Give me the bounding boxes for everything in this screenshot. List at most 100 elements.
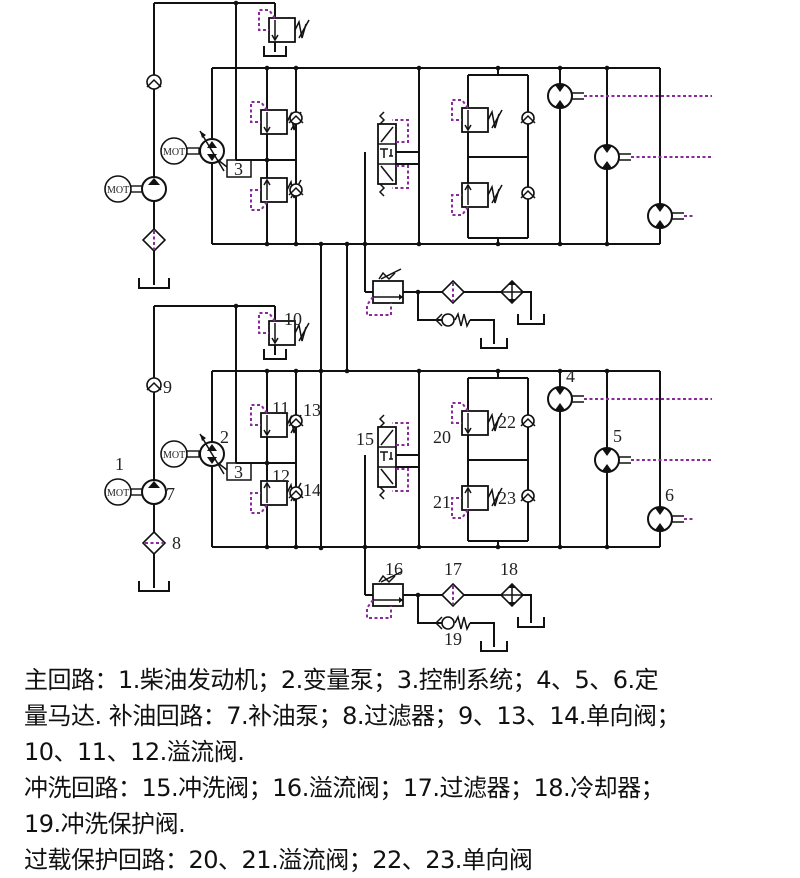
pilot-line (250, 404, 268, 426)
spring (294, 19, 307, 39)
pilot-line (258, 9, 276, 31)
label-19: 19 (444, 629, 462, 649)
tank-icon (517, 617, 545, 628)
check-valve-icon (146, 74, 162, 90)
tank (480, 641, 508, 652)
tank (517, 617, 545, 628)
valve-body (260, 109, 288, 135)
motor-arrow (655, 220, 665, 227)
junction-dot (362, 544, 368, 550)
arrow (464, 183, 472, 191)
motor-arrow (655, 523, 665, 530)
junction-dot (344, 241, 350, 247)
junction-dot (495, 544, 501, 550)
tank-icon (517, 314, 545, 325)
spring-check-valve-icon (434, 614, 471, 632)
tank (517, 314, 545, 325)
hydraulic-line (380, 571, 402, 583)
pilot-line (451, 194, 469, 216)
junction-dot (293, 241, 299, 247)
junction-dot (604, 544, 610, 550)
hydraulic-line (380, 429, 394, 446)
check-valve-icon (520, 111, 536, 125)
caption-line: 冲洗回路：15.冲洗阀；16.溢流阀；17.过滤器；18.冷却器； (24, 774, 665, 802)
tank (138, 581, 170, 592)
label-20: 20 (433, 427, 451, 447)
junction-dot (495, 65, 501, 71)
relief-valve-icon (451, 182, 503, 216)
motor-arrow (655, 508, 665, 515)
check-seat (288, 186, 304, 196)
junction-dot (293, 368, 299, 374)
check-seat (520, 114, 536, 124)
check-ball (521, 186, 535, 200)
label-11: 11 (272, 398, 289, 418)
filter-body (440, 582, 466, 608)
junction-dot (233, 303, 239, 309)
engine-mot-text: MOT (163, 450, 185, 461)
check-valve-icon (288, 111, 304, 125)
tank (263, 349, 287, 360)
engine-shaft (186, 147, 200, 155)
diesel-engine-icon: MOT (160, 137, 200, 165)
filter-body (141, 530, 167, 556)
control-box-label: 3 (234, 159, 243, 179)
pilot-line (451, 497, 469, 519)
hydraulic-line (380, 126, 394, 143)
hydraulic-line (470, 319, 495, 344)
label-17: 17 (444, 559, 462, 579)
caption-line: 过载保护回路：20、21.溢流阀；22、23.单向阀 (24, 846, 533, 874)
control-box-label: 3 (234, 462, 243, 482)
caption-line: 量马达. 补油回路：7.补油泵；8.过滤器；9、13、14.单向阀； (24, 702, 681, 730)
arrow (464, 427, 472, 435)
variable-arrow (200, 131, 206, 138)
cooler-arrow (509, 584, 515, 588)
pump-arrow (148, 178, 160, 185)
hydraulic-line (523, 594, 532, 623)
spring-check-valve-icon (434, 311, 471, 329)
junction-dot (557, 544, 563, 550)
spring (454, 311, 471, 329)
tank-icon (263, 349, 287, 360)
relief-valve-icon (451, 485, 503, 519)
tank-icon (480, 338, 508, 349)
flushing-relief-valve-icon (366, 268, 404, 316)
pilot-line (392, 119, 409, 143)
filter-icon (440, 279, 466, 305)
variable-pump-icon (199, 433, 225, 475)
engine-shaft (186, 450, 200, 458)
label-21: 21 (433, 492, 451, 512)
hydraulic-motor-icon (647, 203, 694, 229)
check-valve-icon (288, 183, 304, 197)
motor-body (594, 447, 620, 473)
spring (378, 183, 386, 197)
junction-dot (416, 241, 422, 247)
pilot-line (250, 492, 268, 514)
spring (378, 486, 386, 500)
motor-arrow (655, 205, 665, 212)
junction-dot (604, 65, 610, 71)
junction-dot (264, 65, 270, 71)
filter-icon (141, 530, 167, 556)
check-valve-icon (288, 414, 304, 428)
hydraulic-motor-icon (547, 386, 712, 412)
motor-body (594, 144, 620, 170)
hydraulic-line (380, 468, 394, 485)
junction-dot (416, 368, 422, 374)
pilot-line (250, 189, 268, 211)
motor-arrow (602, 464, 612, 471)
hydraulic-line (199, 130, 225, 172)
label-18: 18 (500, 559, 518, 579)
valve-body (377, 123, 397, 185)
figure-caption: 主回路：1.柴油发动机；2.变量泵；3.控制系统；4、5、6.定 量马达. 补油… (24, 662, 794, 878)
pilot-line (366, 296, 392, 316)
hydraulic-line (417, 292, 442, 321)
tank (138, 278, 170, 289)
diesel-engine-icon: MOT (104, 478, 144, 506)
hydraulic-line (491, 487, 503, 507)
junction-dot (495, 368, 501, 374)
check-seat (288, 114, 304, 124)
hydraulic-line (217, 159, 228, 168)
